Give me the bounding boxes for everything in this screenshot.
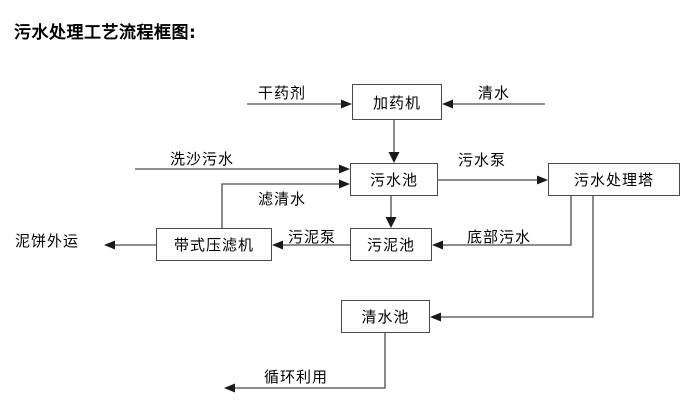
edge-label-sludge-pump: 污泥泵 [288,228,337,246]
arrowhead-mud-cake [104,240,115,250]
page-title: 污水处理工艺流程框图: [14,23,197,43]
node-treatment-tower[interactable]: 污水处理塔 [548,163,680,196]
node-label: 污水处理塔 [573,171,654,189]
arrowhead-dosing-down [388,152,400,163]
node-dosing-machine[interactable]: 加药机 [352,84,442,120]
node-label: 清水池 [361,308,410,326]
edge-label-recycle-reuse: 循环利用 [264,368,329,386]
node-label: 污泥池 [366,236,415,254]
edge-tower-to-clear-water-pond [438,196,594,318]
edge-label-sewage-pump: 污水泵 [458,151,507,169]
edge-label-mud-cake-out: 泥饼外运 [15,232,80,250]
arrowhead-sewage-pump [537,175,548,185]
arrowhead-dry-chemical [341,99,352,109]
arrowhead-sewage-to-sludge [385,217,397,228]
edge-label-filtered-water: 滤清水 [258,190,307,208]
node-belt-filter-press[interactable]: 带式压滤机 [156,228,272,261]
edge-label-bottom-sewage: 底部污水 [467,228,532,246]
arrowhead-bottom-sewage [432,240,443,250]
arrowhead-clear-water-in [430,312,441,322]
node-sludge-pond[interactable]: 污泥池 [350,228,432,261]
edge-label-clean-water: 清水 [478,84,511,102]
arrowhead-recycle [224,383,235,393]
arrowhead-filtered-water [339,179,350,189]
edge-label-dry-chemical: 干药剂 [258,84,307,102]
node-sewage-pond[interactable]: 污水池 [350,163,438,196]
arrowhead-clean-water [442,99,453,109]
edge-filtered-water-to-sewage-pond [221,183,342,228]
node-label: 带式压滤机 [173,236,254,254]
edge-clear-water-pond-to-reuse [232,333,386,389]
node-clear-water-pond[interactable]: 清水池 [341,300,430,333]
arrowhead-sludge-pump [272,240,283,250]
node-label: 污水池 [369,171,418,189]
node-label: 加药机 [372,93,421,112]
arrowhead-sand-wash [339,164,350,174]
edge-label-sand-wash-sewage: 洗沙污水 [170,150,235,168]
edge-tower-to-sludge-pond [440,196,572,246]
